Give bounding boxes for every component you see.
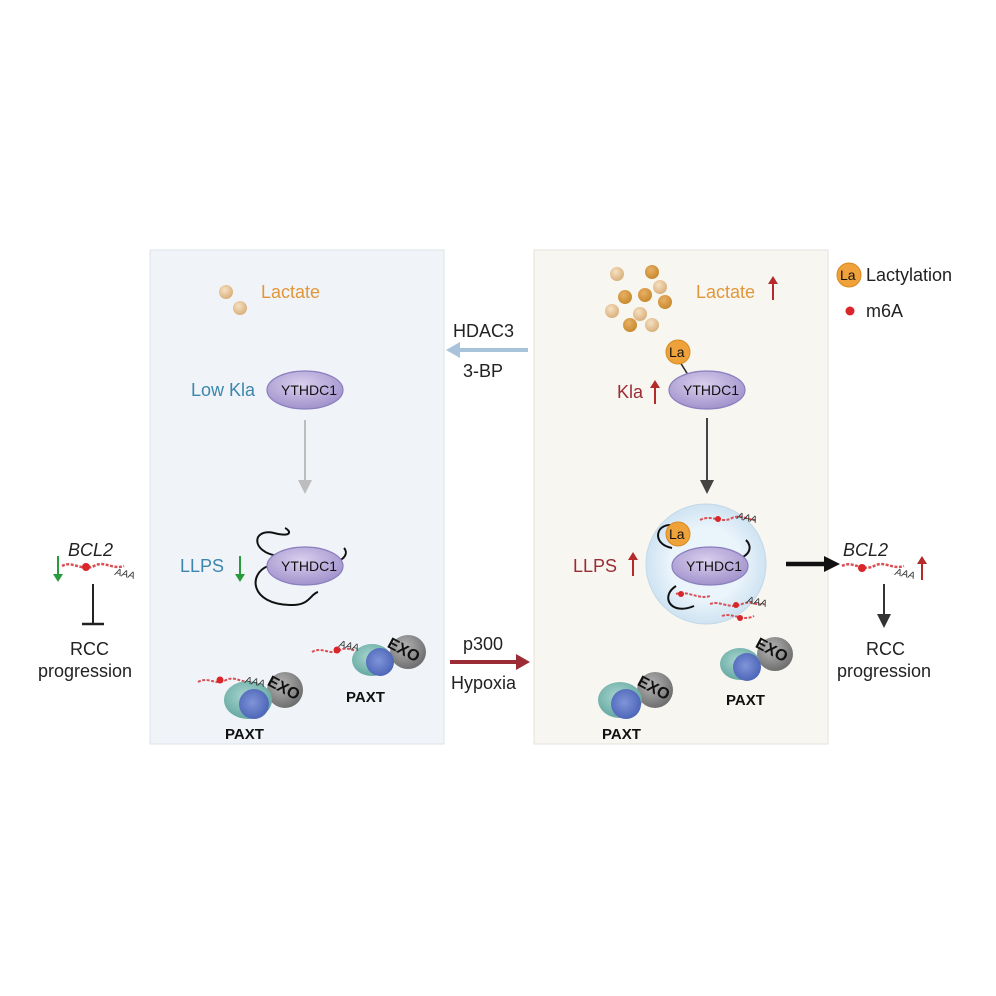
right-llps-up-arrow	[628, 552, 638, 576]
outer-left-inhibition	[82, 584, 104, 626]
left-low-kla-label: Low Kla	[191, 380, 256, 400]
left-ythdc1-protein	[266, 370, 344, 410]
left-llps-protein	[254, 527, 347, 607]
right-kla-up-arrow	[650, 380, 660, 404]
left-ythdc1-label: YTHDC1	[281, 382, 338, 398]
left-llps-ythdc1-label: YTHDC1	[281, 558, 338, 574]
outer-right-bcl2-label: BCL2	[843, 540, 889, 560]
right-panel	[533, 249, 829, 745]
right-lactate-up-arrow	[768, 276, 778, 300]
right-ythdc1-label: YTHDC1	[683, 382, 740, 398]
legend-m6a-label: m6A	[866, 301, 904, 321]
left-paxt-complex-left	[197, 672, 303, 719]
p300-arrow	[450, 654, 530, 670]
right-ythdc1-protein	[665, 339, 746, 410]
right-llps-label: LLPS	[573, 556, 618, 576]
left-panel	[149, 249, 445, 745]
droplet-la-badge-text: La	[669, 526, 685, 542]
outer-left-down-arrow	[53, 556, 63, 582]
legend-lactylation-label: Lactylation	[866, 265, 953, 285]
outer-right-down-arrow	[877, 584, 891, 628]
left-paxt-lower: PAXT	[225, 726, 264, 743]
legend-lactylation-circle	[836, 262, 862, 288]
right-paxt-complex-upper	[720, 637, 793, 681]
outer-left-progression-label: progression	[38, 661, 133, 681]
left-llps-label: LLPS	[180, 556, 225, 576]
right-paxt-lower: PAXT	[602, 726, 641, 743]
hdac3-arrow	[446, 342, 528, 358]
right-down-arrow	[700, 418, 714, 494]
3bp-label: 3-BP	[463, 361, 504, 381]
left-down-arrow	[298, 420, 312, 494]
droplet-ythdc1-label: YTHDC1	[686, 558, 743, 574]
outer-left-rcc-label: RCC	[70, 639, 109, 659]
outer-right-black-arrow	[786, 556, 840, 572]
left-paxt-complex-right	[311, 635, 426, 676]
right-la-badge-text: La	[669, 344, 685, 360]
outer-right-rcc-label: RCC	[866, 639, 905, 659]
left-llps-down-arrow	[235, 556, 245, 582]
right-lactate-dots	[605, 265, 672, 332]
hypoxia-label: Hypoxia	[451, 673, 517, 693]
right-lactate-label: Lactate	[696, 282, 756, 302]
condensate-droplet	[645, 503, 767, 625]
outer-right-progression-label: progression	[837, 661, 932, 681]
p300-label: p300	[463, 634, 504, 654]
right-la-badge-circle	[665, 339, 691, 365]
outer-left-bcl2-label: BCL2	[68, 540, 114, 560]
left-lactate-dots	[219, 285, 247, 315]
outer-left-bcl2-rna	[61, 562, 125, 571]
right-paxt-complex-lower	[598, 672, 673, 719]
outer-right-bcl2-rna	[841, 562, 905, 572]
droplet-la-badge-circle	[665, 521, 691, 547]
left-paxt-upper: PAXT	[346, 689, 385, 706]
left-lactate-label: Lactate	[261, 282, 321, 302]
right-kla-label: Kla	[617, 382, 644, 402]
outer-right-up-arrow	[917, 556, 927, 580]
legend-m6a-dot	[845, 306, 855, 316]
hdac3-label: HDAC3	[453, 321, 515, 341]
legend-lactylation-badge-text: La	[840, 267, 856, 283]
right-paxt-upper: PAXT	[726, 692, 765, 709]
